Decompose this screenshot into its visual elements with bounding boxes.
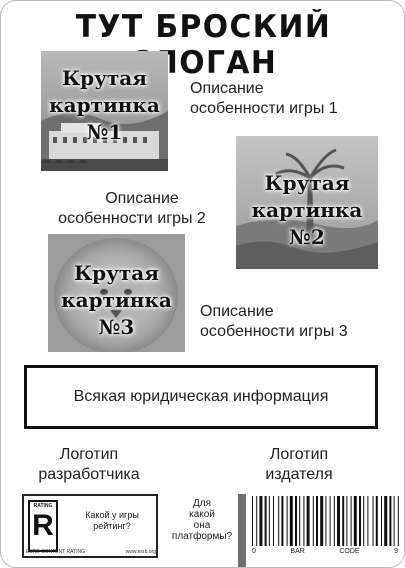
feature-description-1-line1: Описание xyxy=(190,80,264,97)
platform-question-line3: она платформы? xyxy=(171,520,233,542)
age-rating-box: RATING R Какой у игры рейтинг? ESRB CONT… xyxy=(22,494,158,558)
legal-info-text: Всякая юридическая информация xyxy=(73,388,329,405)
picture-2-caption: Крутая картинка №2 xyxy=(236,170,378,251)
developer-logo-line1: Логотип xyxy=(59,446,119,463)
feature-description-1-line2: особенности игры 1 xyxy=(190,100,338,117)
publisher-logo-line1: Логотип xyxy=(269,446,329,463)
rating-footer-left: ESRB CONTENT RATING xyxy=(26,549,85,555)
picture-3-caption-line2: картинка xyxy=(61,288,172,312)
picture-3-image xyxy=(48,234,185,352)
feature-description-3-line2: особенности игры 3 xyxy=(200,323,348,340)
publisher-logo-line2: издателя xyxy=(265,466,333,483)
barcode-area: 0 BAR CODE 9 xyxy=(238,494,404,567)
publisher-logo: Логотип издателя xyxy=(247,445,351,485)
feature-description-2: Описание особенности игры 2 xyxy=(47,189,217,229)
picture-1-caption-line3: №1 xyxy=(86,120,123,144)
feature-description-3-line1: Описание xyxy=(200,303,274,320)
legal-info-box: Всякая юридическая информация xyxy=(24,365,378,429)
picture-1: Крутая картинка №1 xyxy=(41,51,168,171)
picture-2-caption-line1: Крутая xyxy=(264,171,350,195)
platform-question-line1: Для xyxy=(192,498,212,509)
picture-3-caption-line3: №3 xyxy=(98,315,135,339)
rating-question-line1: Какой у игры xyxy=(85,510,139,520)
picture-2-image xyxy=(236,136,378,269)
platform-question-line2: какой xyxy=(189,509,215,520)
barcode-icon xyxy=(252,496,399,546)
developer-logo-line2: разработчика xyxy=(38,466,140,483)
rating-footer-right: www.esrb.org xyxy=(125,549,156,555)
platform-question: Для какой она платформы? xyxy=(167,498,237,542)
picture-3-caption: Крутая картинка №3 xyxy=(48,260,185,341)
picture-2-caption-line2: картинка xyxy=(251,198,363,222)
barcode-labels: 0 BAR CODE 9 xyxy=(252,548,398,555)
esrb-rating-icon: RATING R xyxy=(28,500,58,552)
feature-description-2-line1: Описание xyxy=(105,190,179,207)
picture-3-caption-line1: Крутая xyxy=(73,261,160,285)
picture-1-caption-line2: картинка xyxy=(49,93,160,117)
barcode-label-0: 0 xyxy=(252,548,256,555)
barcode-side-strip xyxy=(238,494,246,567)
feature-description-1: Описание особенности игры 1 xyxy=(190,79,338,119)
barcode-label-1: BAR xyxy=(290,548,305,555)
rating-footer: ESRB CONTENT RATING www.esrb.org xyxy=(26,549,156,555)
rating-icon-letter: R xyxy=(32,509,54,542)
feature-description-2-line2: особенности игры 2 xyxy=(58,210,206,227)
rating-question-line2: рейтинг? xyxy=(93,521,131,531)
developer-logo: Логотип разработчика xyxy=(27,445,151,485)
picture-1-caption: Крутая картинка №1 xyxy=(41,65,168,146)
picture-1-caption-line1: Крутая xyxy=(61,66,148,90)
rating-icon-header: RATING xyxy=(33,503,53,509)
picture-3: Крутая картинка №3 xyxy=(48,234,185,352)
barcode-label-2: CODE xyxy=(339,548,360,555)
picture-1-image xyxy=(41,51,168,171)
barcode-label-3: 9 xyxy=(394,548,398,555)
picture-2-caption-line3: №2 xyxy=(289,225,325,249)
picture-2: Крутая картинка №2 xyxy=(236,136,378,269)
feature-description-3: Описание особенности игры 3 xyxy=(200,302,348,342)
rating-question: Какой у игры рейтинг? xyxy=(68,510,156,532)
